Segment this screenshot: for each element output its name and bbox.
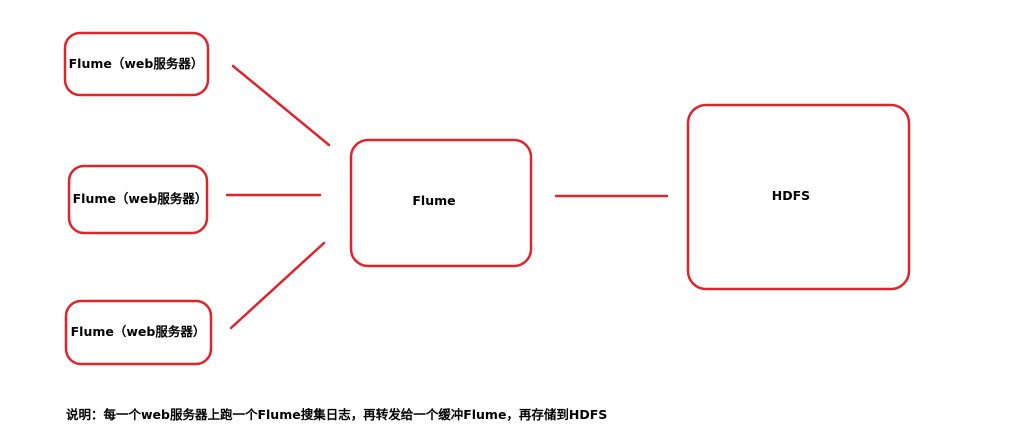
hdfs-node-box xyxy=(686,103,911,291)
source-node-1: Flume（web服务器） xyxy=(63,31,210,97)
diagram-caption: 说明：每一个web服务器上跑一个Flume搜集日志，再转发给一个缓冲Flume，… xyxy=(66,407,608,422)
source-node-2-box xyxy=(67,164,209,235)
source-node-1-label: Flume（web服务器） xyxy=(69,56,204,71)
aggregator-node: Flume xyxy=(349,138,533,268)
source-node-3: Flume（web服务器） xyxy=(64,299,213,366)
source-node-3-box xyxy=(64,299,213,366)
connector-source-1-to-aggregator xyxy=(231,64,331,147)
source-node-2: Flume（web服务器） xyxy=(67,164,209,235)
hdfs-node: HDFS xyxy=(686,103,911,291)
hdfs-node-label: HDFS xyxy=(772,188,810,203)
connector-source-3-to-aggregator xyxy=(229,241,326,330)
source-node-1-box xyxy=(63,31,210,97)
source-node-2-label: Flume（web服务器） xyxy=(73,191,208,206)
aggregator-node-label: Flume xyxy=(412,193,455,208)
source-node-3-label: Flume（web服务器） xyxy=(71,324,206,339)
aggregator-node-box xyxy=(349,138,533,268)
